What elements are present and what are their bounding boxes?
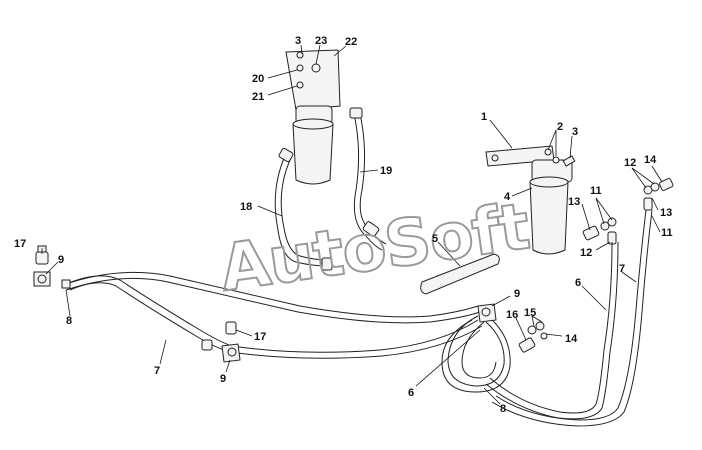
filter-canister-right bbox=[529, 181, 569, 255]
callout-3-right: 3 bbox=[572, 126, 578, 138]
washer-15a bbox=[527, 325, 537, 335]
fitting-12b bbox=[643, 197, 653, 211]
callout-21: 20 bbox=[252, 73, 264, 85]
callout-13b: 14 bbox=[644, 154, 657, 166]
callout-20: 21 bbox=[252, 91, 264, 103]
tube-5 bbox=[420, 253, 500, 295]
fitting-17b bbox=[225, 321, 237, 335]
bolt-13a bbox=[582, 225, 600, 241]
callout-13a: 13 bbox=[568, 196, 580, 208]
hose-6-right bbox=[485, 241, 619, 420]
callout-17b: 17 bbox=[254, 331, 266, 343]
bolt-2b bbox=[552, 156, 560, 164]
callout-8b: 8 bbox=[500, 403, 506, 415]
leader-lines bbox=[41, 44, 663, 405]
fittings-right bbox=[582, 177, 674, 245]
bolt-3-right bbox=[562, 155, 576, 167]
hose-18 bbox=[274, 147, 333, 271]
callouts: 3 23 22 20 21 18 19 1 2 3 4 5 13 11 12 1… bbox=[14, 35, 673, 415]
callout-8a: 8 bbox=[66, 315, 72, 327]
callout-1: 1 bbox=[481, 111, 487, 123]
bolt-3-left bbox=[296, 51, 304, 59]
callout-7a: 7 bbox=[154, 365, 160, 377]
callout-11b: 12 bbox=[624, 157, 636, 169]
filter-assembly-right bbox=[485, 145, 576, 255]
filter-rim-left bbox=[292, 118, 334, 130]
washer-20 bbox=[296, 81, 304, 89]
hose-7-left bbox=[65, 275, 483, 359]
hose-19 bbox=[349, 107, 387, 251]
callout-10: 11 bbox=[661, 227, 673, 239]
callout-16: 16 bbox=[506, 309, 518, 321]
callout-6b: 6 bbox=[408, 387, 414, 399]
mounting-bracket-left bbox=[285, 49, 341, 111]
callout-18: 18 bbox=[240, 201, 252, 213]
callout-9b: 9 bbox=[220, 373, 226, 385]
callout-12b: 13 bbox=[660, 207, 672, 219]
hose-8-left bbox=[65, 271, 481, 324]
filter-canister-left bbox=[292, 123, 334, 185]
hose-7-right bbox=[491, 209, 653, 427]
callout-3: 3 bbox=[295, 35, 301, 47]
bolt-13b bbox=[659, 177, 674, 191]
callout-17a: 17 bbox=[14, 238, 26, 250]
callout-9a: 9 bbox=[58, 254, 64, 266]
washer-23 bbox=[311, 63, 321, 73]
callout-12a: 12 bbox=[580, 247, 592, 259]
filter-assembly-left bbox=[285, 49, 341, 185]
washer-14 bbox=[540, 332, 548, 340]
callout-7b: 7 bbox=[619, 263, 625, 275]
callout-15: 15 bbox=[524, 307, 536, 319]
callout-6a: 6 bbox=[575, 277, 581, 289]
watermark: AutoSoft bbox=[216, 190, 534, 307]
bolt-21 bbox=[296, 64, 304, 72]
callout-9c: 9 bbox=[514, 288, 520, 300]
callout-23: 23 bbox=[315, 35, 327, 47]
callout-5: 5 bbox=[432, 233, 438, 245]
callout-2: 2 bbox=[557, 121, 563, 133]
callout-4: 4 bbox=[504, 191, 511, 203]
washer-15b bbox=[535, 321, 545, 331]
callout-14: 14 bbox=[565, 333, 578, 345]
callout-22: 22 bbox=[345, 36, 357, 48]
bolt-16 bbox=[518, 337, 536, 353]
callout-11a: 11 bbox=[590, 185, 602, 197]
callout-19: 19 bbox=[380, 165, 392, 177]
